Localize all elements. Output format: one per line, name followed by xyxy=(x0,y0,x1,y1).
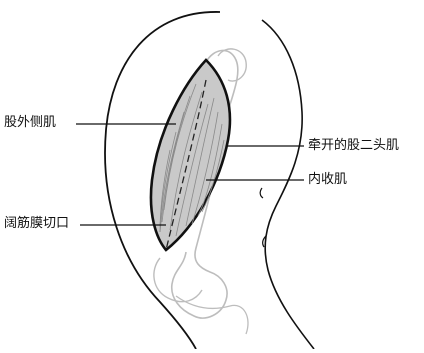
contour-tick-2 xyxy=(260,188,263,198)
femur-condyle xyxy=(154,258,202,302)
label-fascia-incision: 阔筋膜切口 xyxy=(4,216,69,232)
incision-area xyxy=(151,60,230,250)
label-retracted-biceps: 牵开的股二头肌 xyxy=(308,138,399,154)
label-vastus-lateralis: 股外侧肌 xyxy=(4,115,56,131)
thigh-inner-contour xyxy=(262,20,314,349)
label-adductor: 内收肌 xyxy=(308,172,347,188)
